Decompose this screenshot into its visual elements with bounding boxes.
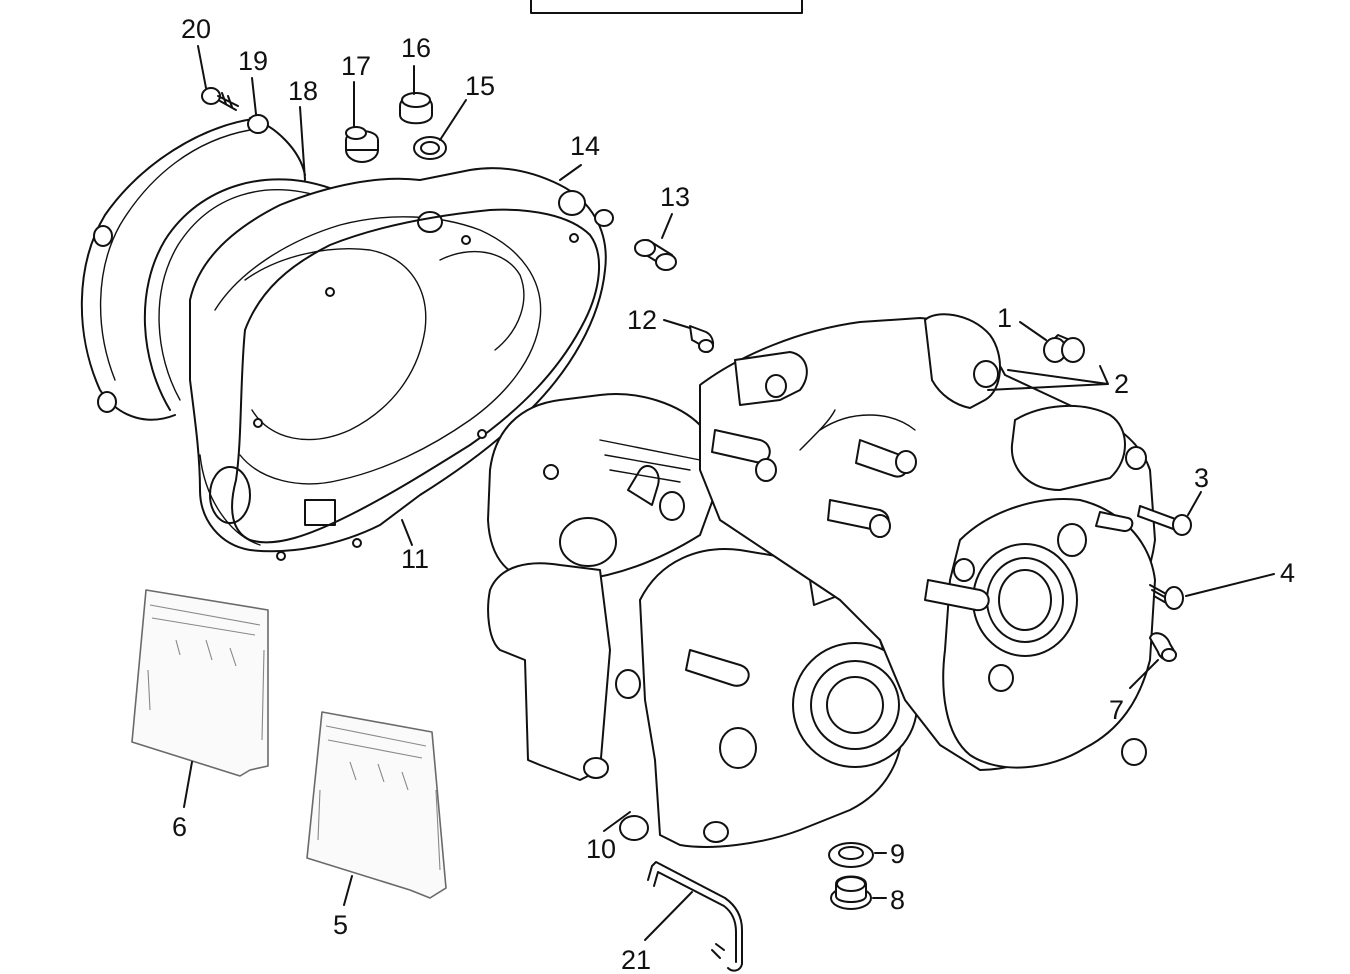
callout-7: 7	[1109, 695, 1124, 725]
callout-14: 14	[570, 131, 600, 161]
plug-17	[345, 126, 379, 163]
callout-10: 10	[586, 834, 616, 864]
callout-2: 2	[1114, 369, 1129, 399]
callout-15: 15	[465, 71, 495, 101]
plug-16	[399, 92, 433, 125]
bushing-13	[634, 239, 677, 271]
leader-15	[439, 99, 467, 141]
callout-20: 20	[181, 14, 211, 44]
elbow-12	[689, 325, 714, 353]
callout-19: 19	[238, 46, 268, 76]
leader-18	[299, 106, 306, 181]
plug-8	[830, 875, 872, 910]
callout-4: 4	[1280, 558, 1295, 588]
leader-1	[1019, 321, 1047, 341]
leader-3	[1187, 491, 1202, 516]
callout-17: 17	[341, 51, 371, 81]
leader-12	[663, 319, 691, 329]
callout-9: 9	[890, 839, 905, 869]
dowel-1	[1043, 334, 1085, 363]
cover-gasket	[143, 178, 336, 411]
leader-4	[1185, 573, 1275, 597]
leader-7	[1129, 659, 1159, 689]
callout-21: 21	[621, 945, 651, 974]
callout-8: 8	[890, 885, 905, 915]
callout-11: 11	[401, 544, 429, 574]
leader-20	[197, 45, 207, 89]
frame-fragment	[530, 0, 803, 14]
callout-1: 1	[997, 303, 1012, 333]
callout-12: 12	[627, 305, 657, 335]
washer-15	[413, 136, 447, 160]
leader-21	[644, 891, 693, 941]
leader-2	[987, 365, 1109, 391]
callout-6: 6	[172, 812, 187, 842]
washer-9	[828, 842, 874, 868]
crankcase-bearing-housing	[924, 498, 1156, 769]
leader-6	[183, 761, 193, 808]
clutch-cover-gasket	[231, 208, 601, 561]
elbow-7	[1149, 632, 1177, 662]
clutch-cover	[189, 167, 614, 553]
ignition-cover	[80, 114, 306, 421]
screw-20	[201, 87, 239, 111]
callout-13: 13	[660, 182, 690, 212]
wire-clip-21	[647, 861, 743, 972]
leader-5	[343, 875, 353, 906]
screw-4	[1149, 584, 1184, 610]
packet-5	[306, 711, 447, 899]
callout-18: 18	[288, 76, 318, 106]
leader-19	[251, 77, 257, 115]
callout-16: 16	[401, 33, 431, 63]
screw-3	[1137, 505, 1192, 536]
leader-14	[559, 164, 582, 181]
leader-10	[603, 811, 631, 832]
crankcase-left-half	[487, 393, 721, 781]
crankcase-right-half	[615, 548, 918, 848]
callout-3: 3	[1194, 463, 1209, 493]
packet-6	[131, 589, 269, 777]
leader-11	[401, 519, 413, 546]
callout-5: 5	[333, 910, 348, 940]
leader-13	[661, 213, 673, 239]
